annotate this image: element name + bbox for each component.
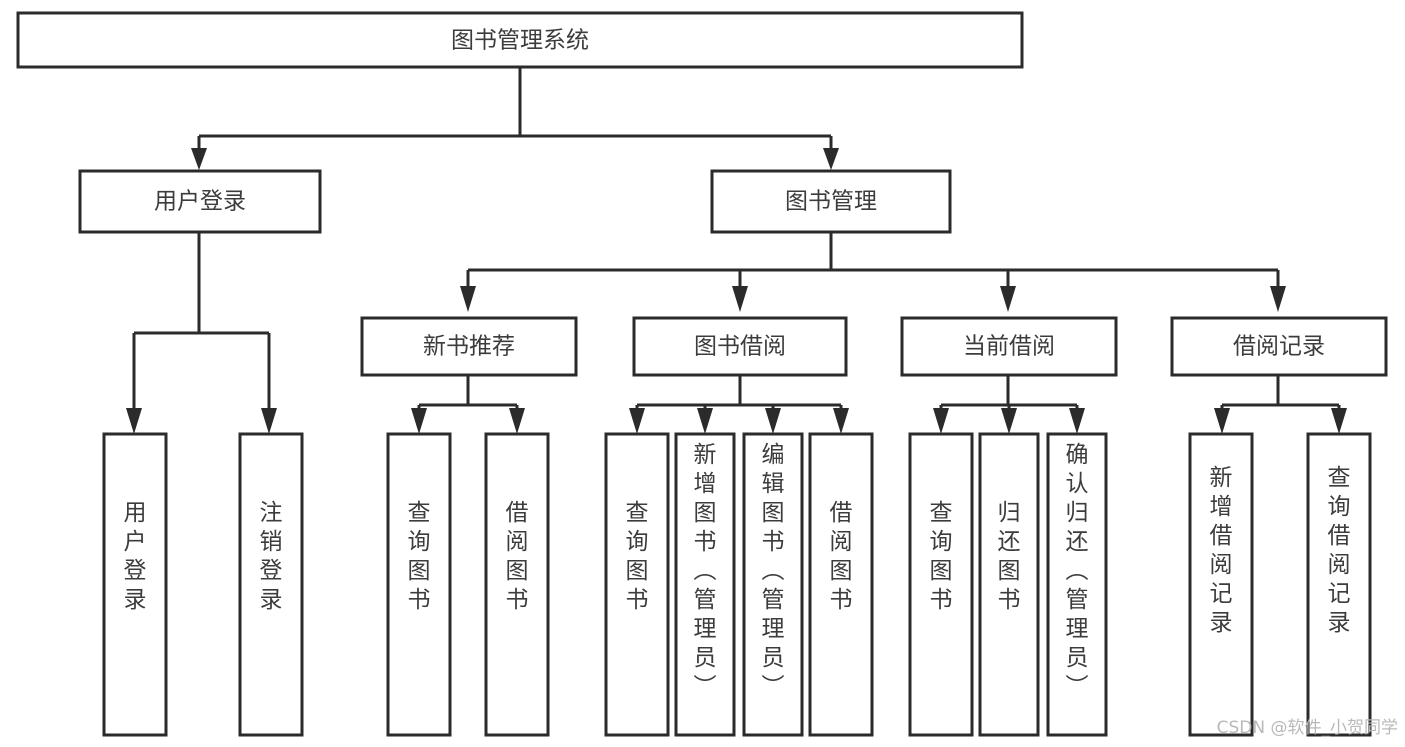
leaf-add-book[interactable]: 新增图书︵管理员︶ <box>674 432 736 737</box>
leaf-query-record[interactable]: 查询借阅记录 <box>1306 432 1372 737</box>
leaf-query-book-2[interactable]: 查询图书 <box>604 432 670 737</box>
arrow-head-leaf-add-book <box>697 408 713 434</box>
node-root[interactable]: 图书管理系统 <box>16 11 1024 69</box>
arrow-head-leaf-query-book-3 <box>933 408 949 434</box>
leaf-query-book-2-label: 查询图书 <box>626 500 649 613</box>
node-book-borrow-box[interactable] <box>632 316 848 377</box>
node-new-book-recommend-label: 新书推荐 <box>423 334 515 360</box>
node-book-manage[interactable]: 图书管理 <box>710 169 952 234</box>
arrow-head-borrow-record <box>1270 286 1286 312</box>
leaf-edit-book[interactable]: 编辑图书︵管理员︶ <box>742 432 804 737</box>
node-book-borrow-label: 图书借阅 <box>694 334 786 360</box>
leaf-confirm-return-label: 确认归还︵管理员︶ <box>1066 442 1089 700</box>
leaf-return-book[interactable]: 归还图书 <box>978 432 1040 737</box>
node-new-book-recommend[interactable]: 新书推荐 <box>360 316 578 377</box>
leaf-query-book-3-box[interactable] <box>908 432 974 737</box>
leaf-add-book-label: 新增图书︵管理员︶ <box>694 442 717 700</box>
arrow-head-leaf-query-book-1 <box>411 408 427 434</box>
leaf-borrow-book-2-label: 借阅图书 <box>830 500 853 613</box>
leaf-return-book-box[interactable] <box>978 432 1040 737</box>
leaf-borrow-book-1-label: 借阅图书 <box>506 500 529 613</box>
arrow-head-book-manage <box>823 148 839 170</box>
arrow-head-new-book-recommend <box>460 286 476 312</box>
leaf-user-logout-box[interactable] <box>238 432 304 737</box>
leaf-add-record-box[interactable] <box>1188 432 1254 737</box>
node-borrow-record-label: 借阅记录 <box>1233 334 1325 360</box>
leaf-edit-book-box[interactable] <box>742 432 804 737</box>
arrow-head-leaf-borrow-book-2 <box>833 408 849 434</box>
arrow-head-leaf-query-record <box>1331 408 1347 434</box>
leaf-user-login-label: 用户登录 <box>124 500 147 613</box>
leaf-edit-book-label: 编辑图书︵管理员︶ <box>762 442 785 700</box>
leaf-query-book-3-label: 查询图书 <box>930 500 953 613</box>
leaf-borrow-book-1-box[interactable] <box>484 432 550 737</box>
leaf-borrow-book-2[interactable]: 借阅图书 <box>808 432 874 737</box>
node-book-manage-box[interactable] <box>710 169 952 234</box>
leaf-query-book-2-box[interactable] <box>604 432 670 737</box>
arrow-head-leaf-query-book-2 <box>629 408 645 434</box>
arrow-head-leaf-add-record <box>1214 408 1230 434</box>
arrow-head-book-borrow <box>732 286 748 312</box>
leaf-borrow-book-1[interactable]: 借阅图书 <box>484 432 550 737</box>
node-current-borrow-box[interactable] <box>900 316 1118 377</box>
node-borrow-record[interactable]: 借阅记录 <box>1170 316 1388 377</box>
node-root-label: 图书管理系统 <box>451 28 589 54</box>
leaf-return-book-label: 归还图书 <box>998 500 1021 613</box>
leaf-borrow-book-2-box[interactable] <box>808 432 874 737</box>
leaf-query-book-3[interactable]: 查询图书 <box>908 432 974 737</box>
leaf-confirm-return[interactable]: 确认归还︵管理员︶ <box>1046 432 1108 737</box>
node-current-borrow[interactable]: 当前借阅 <box>900 316 1118 377</box>
node-user-login[interactable]: 用户登录 <box>78 169 322 234</box>
arrow-head-leaf-user-login <box>126 408 142 434</box>
node-book-manage-label: 图书管理 <box>785 189 877 215</box>
node-user-login-label: 用户登录 <box>154 189 246 215</box>
arrow-head-leaf-confirm-return <box>1069 408 1085 434</box>
leaf-add-record-label: 新增借阅记录 <box>1210 465 1233 636</box>
leaf-user-login-box[interactable] <box>102 432 168 737</box>
leaf-query-record-label: 查询借阅记录 <box>1328 465 1351 636</box>
node-root-box[interactable] <box>16 11 1024 69</box>
leaf-query-book-1[interactable]: 查询图书 <box>386 432 452 737</box>
node-new-book-recommend-box[interactable] <box>360 316 578 377</box>
arrow-head-leaf-borrow-book-1 <box>509 408 525 434</box>
node-borrow-record-box[interactable] <box>1170 316 1388 377</box>
csdn-watermark: CSDN @软件_小贺同学 <box>1217 718 1398 738</box>
leaf-add-record[interactable]: 新增借阅记录 <box>1188 432 1254 737</box>
arrow-head-user-login <box>191 148 207 170</box>
leaf-confirm-return-box[interactable] <box>1046 432 1108 737</box>
arrow-head-leaf-user-logout <box>261 408 277 434</box>
node-book-borrow[interactable]: 图书借阅 <box>632 316 848 377</box>
leaf-add-book-box[interactable] <box>674 432 736 737</box>
leaf-query-book-1-box[interactable] <box>386 432 452 737</box>
leaf-query-record-box[interactable] <box>1306 432 1372 737</box>
leaf-user-login[interactable]: 用户登录 <box>102 432 168 737</box>
leaf-query-book-1-label: 查询图书 <box>408 500 431 613</box>
node-user-login-box[interactable] <box>78 169 322 234</box>
arrow-head-current-borrow <box>1000 286 1016 312</box>
connector-layer <box>126 67 1347 434</box>
arrow-head-leaf-edit-book <box>765 408 781 434</box>
leaf-user-logout[interactable]: 注销登录 <box>238 432 304 737</box>
leaf-user-logout-label: 注销登录 <box>260 500 283 613</box>
node-current-borrow-label: 当前借阅 <box>963 334 1055 360</box>
arrow-head-leaf-return-book <box>1001 408 1017 434</box>
